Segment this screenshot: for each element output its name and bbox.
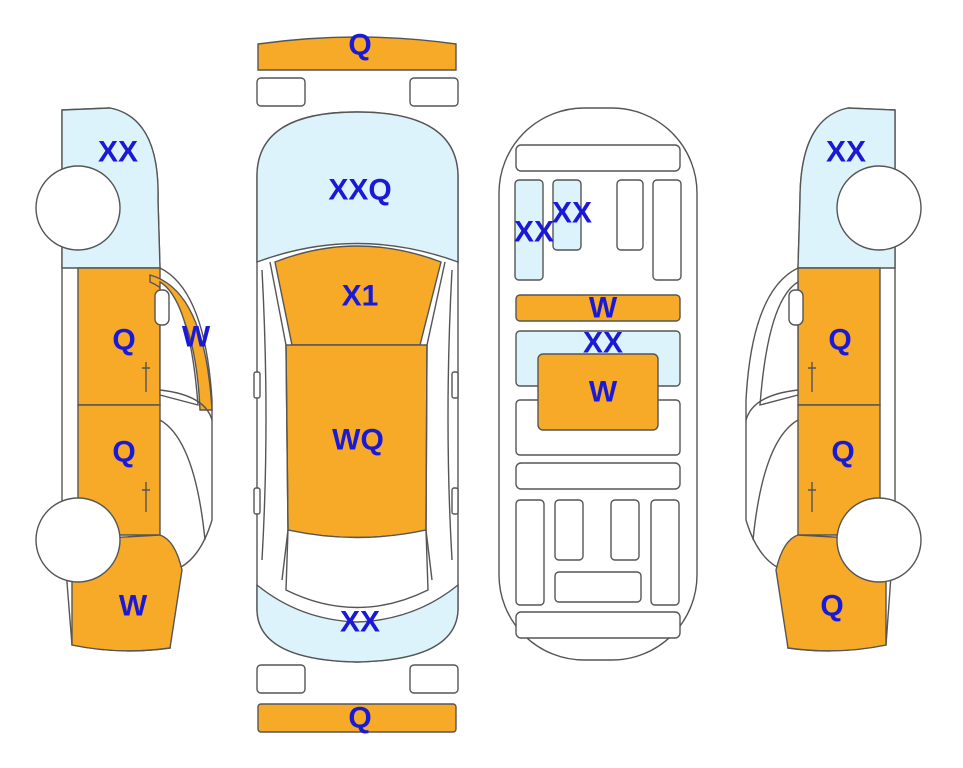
- trunk-panel[interactable]: [256, 583, 459, 663]
- seat-front-left-inner[interactable]: [552, 179, 582, 251]
- windshield-panel[interactable]: [274, 245, 442, 346]
- right-side-view: XX Q Q Q: [745, 107, 922, 652]
- left-front-fender-label: XX: [98, 136, 138, 169]
- top-view: Q XXQ X1 WQ XX Q: [253, 29, 459, 735]
- seat-front-left[interactable]: [514, 179, 544, 281]
- hood-panel[interactable]: [256, 111, 459, 264]
- left-headlight: [256, 77, 306, 107]
- right-rear-door-label: Q: [831, 436, 854, 469]
- left-rear-door-label: Q: [112, 436, 135, 469]
- rear-bumper-panel[interactable]: [257, 703, 457, 733]
- rear-window: [285, 529, 429, 609]
- front-bumper-label: Q: [348, 29, 371, 62]
- left-front-door-label: Q: [112, 324, 135, 357]
- hood-label: XXQ: [328, 174, 391, 207]
- front-bumper-panel[interactable]: [257, 36, 457, 71]
- rear-bumper-label: Q: [348, 702, 371, 735]
- right-headlight: [409, 77, 459, 107]
- right-front-door-label: Q: [828, 324, 851, 357]
- interior-dashboard-panel[interactable]: [515, 294, 681, 322]
- right-taillight: [409, 664, 459, 694]
- interior-view: XX XX W XX W: [498, 107, 698, 661]
- right-rear-wheel: [836, 497, 922, 583]
- trunk-label: XX: [340, 606, 380, 639]
- roof-label: WQ: [332, 424, 384, 457]
- right-front-wheel: [836, 165, 922, 251]
- interior-dashboard-label: W: [589, 292, 618, 325]
- left-front-window-label: W: [182, 321, 211, 354]
- left-side-view: XX Q W Q W: [35, 107, 213, 652]
- left-rear-wheel: [35, 497, 121, 583]
- right-rear-quarter-label: Q: [820, 590, 843, 623]
- windshield-label: X1: [342, 280, 379, 313]
- interior-seat-right-label: XX: [552, 197, 592, 230]
- left-front-wheel: [35, 165, 121, 251]
- right-front-fender-label: XX: [826, 136, 866, 169]
- left-taillight: [256, 664, 306, 694]
- interior-console-panel[interactable]: [537, 353, 659, 431]
- left-rear-quarter-label: W: [119, 590, 148, 623]
- interior-seat-left-label: XX: [514, 216, 554, 249]
- interior-console-label: W: [589, 376, 618, 409]
- interior-floor-label: XX: [583, 327, 623, 360]
